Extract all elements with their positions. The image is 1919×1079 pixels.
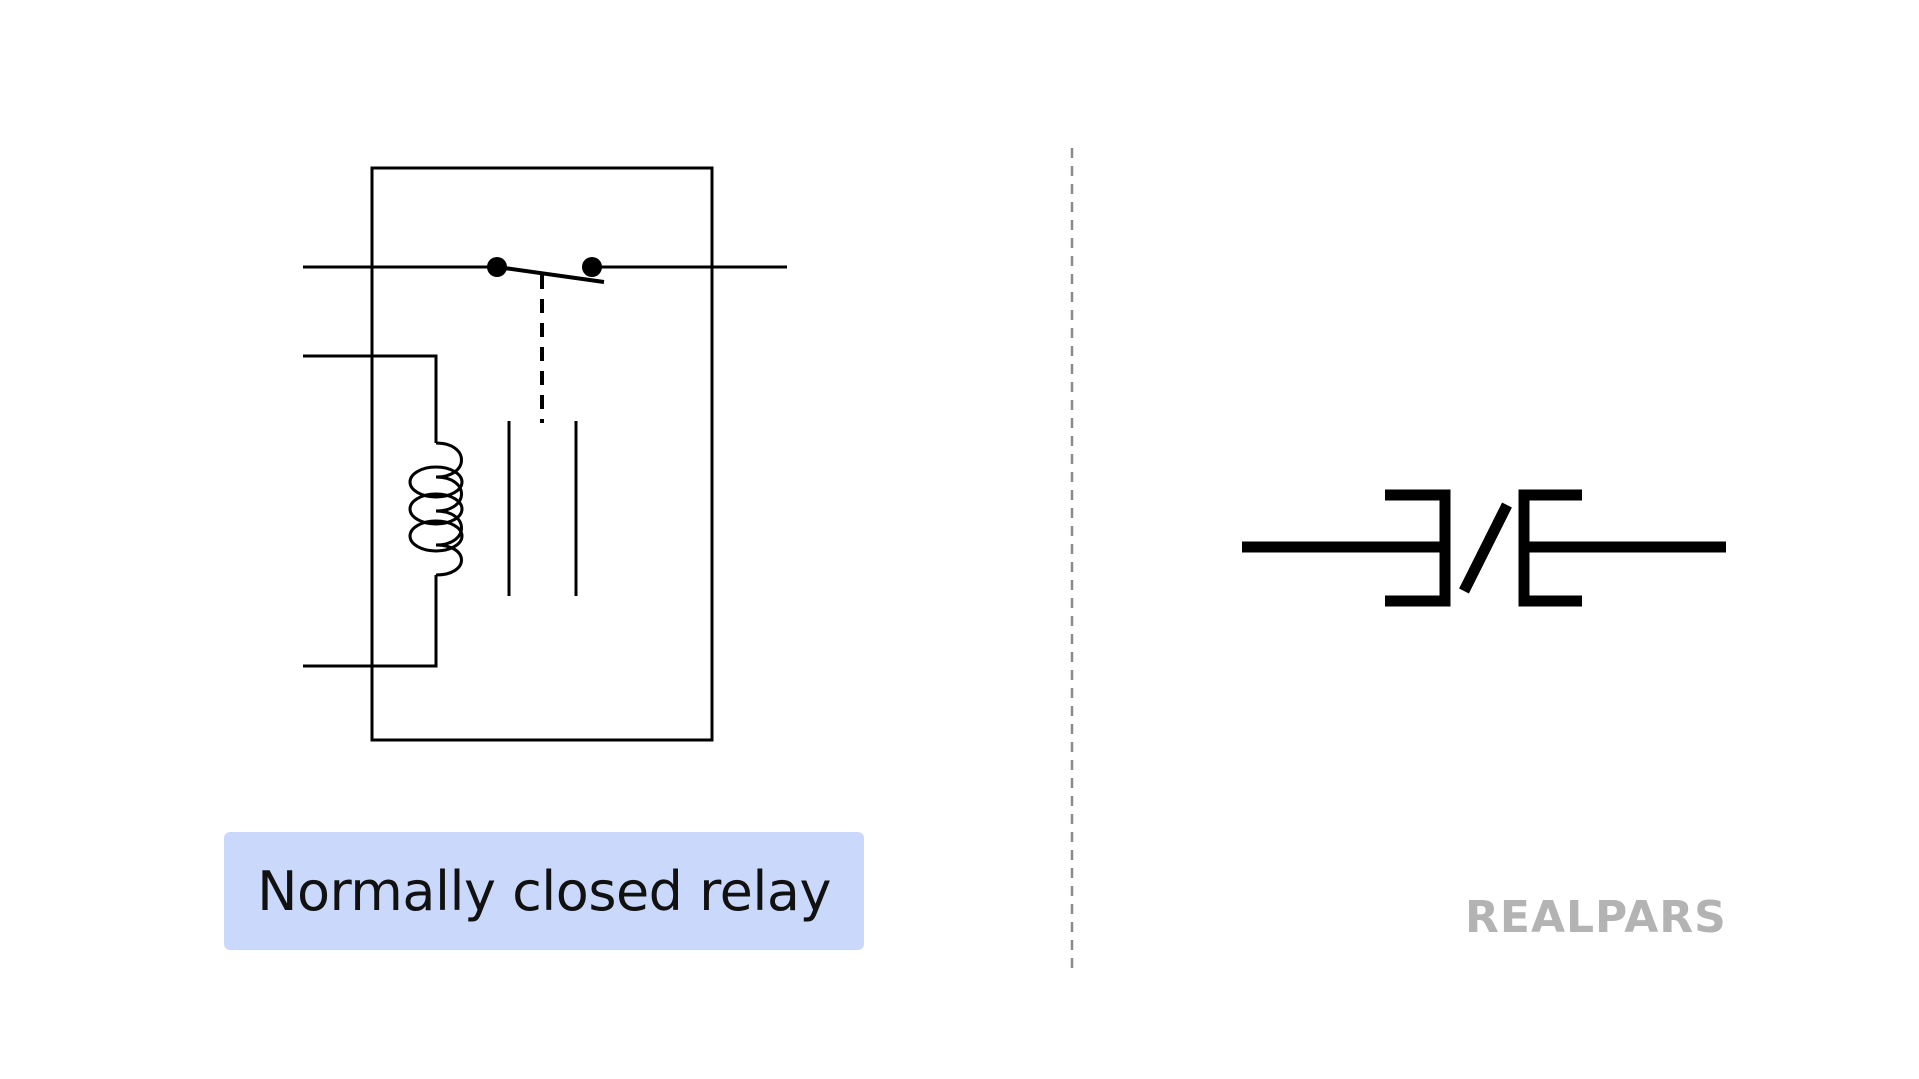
contact-terminal-left [487, 257, 507, 277]
caption-label: Normally closed relay [257, 859, 831, 923]
coil-wire-top [303, 354, 438, 443]
caption-label-box: Normally closed relay [224, 832, 864, 950]
contact-slash [1459, 502, 1512, 594]
contact-bracket-left [1385, 489, 1451, 607]
logo-text: REALPARS [1465, 891, 1727, 943]
relay-housing [370, 166, 714, 742]
normally-closed-contact-icon [1242, 489, 1726, 607]
contact-arm [496, 265, 605, 284]
relay-schematic [303, 166, 787, 742]
coil-icon [408, 441, 464, 577]
coil-wire-bottom [303, 575, 438, 668]
realpars-logo: REALPARS [1465, 891, 1823, 943]
contact-terminal-right [582, 257, 602, 277]
